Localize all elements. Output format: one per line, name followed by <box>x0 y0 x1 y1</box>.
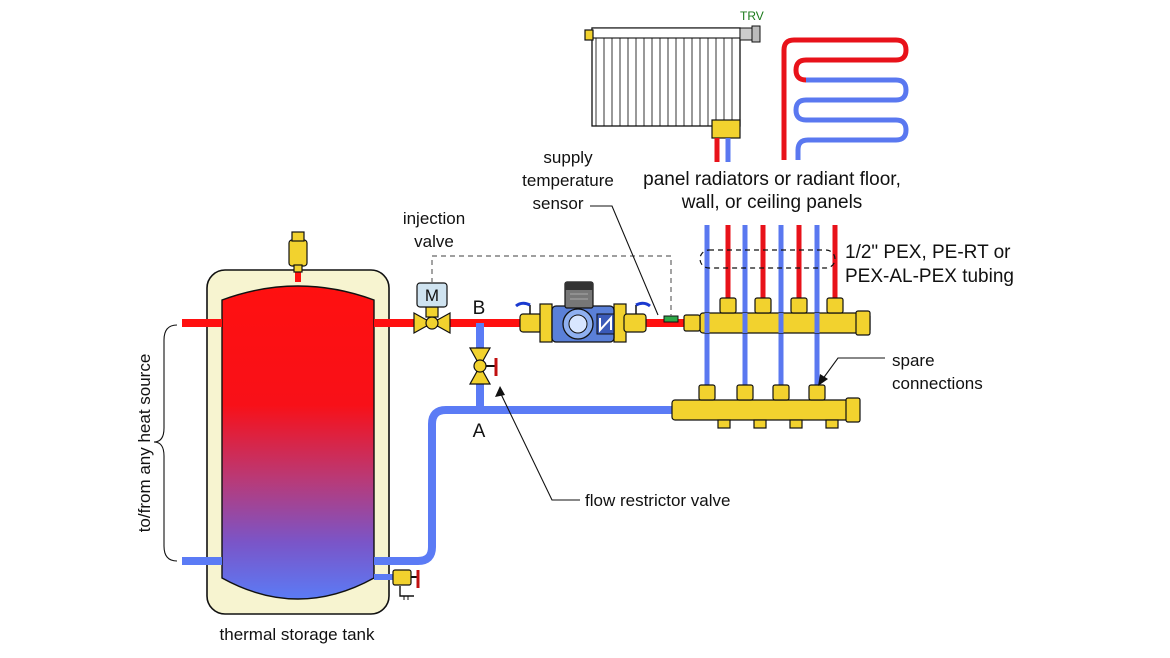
return-pipe <box>374 406 672 565</box>
sensor-label-line2: temperature <box>522 171 614 190</box>
spare-leader <box>821 357 885 381</box>
tank-label: thermal storage tank <box>220 625 375 644</box>
point-b-label: B <box>473 298 486 319</box>
tubing-callout-box <box>699 249 836 269</box>
panel-radiator <box>584 25 761 162</box>
supply-manifold <box>683 297 871 336</box>
motor-label: M <box>425 286 439 305</box>
sensor-leader <box>590 205 659 316</box>
point-a-label: A <box>473 421 486 442</box>
spare-label-line1: spare <box>892 351 935 370</box>
return-manifold <box>671 384 861 429</box>
circulator-pump <box>515 281 651 343</box>
sensor-label-line3: sensor <box>532 194 583 213</box>
tubing-label-line2: PEX-AL-PEX tubing <box>845 266 1014 287</box>
tank-vessel <box>221 285 375 600</box>
tubing-label-line1: 1/2" PEX, PE-RT or <box>845 242 1011 263</box>
thermal-storage-tank <box>206 269 390 615</box>
trv-label: TRV <box>740 9 764 23</box>
emitters-label-line1: panel radiators or radiant floor, <box>643 169 901 190</box>
restrictor-label: flow restrictor valve <box>585 491 730 510</box>
radiant-floor-loop <box>781 37 909 160</box>
control-wiring <box>431 255 672 316</box>
heat-source-brace <box>153 324 178 562</box>
sensor-label-line1: supply <box>543 148 593 167</box>
injection-valve-label-line2: valve <box>414 232 454 251</box>
supply-temperature-sensor <box>663 315 679 323</box>
restrictor-leader <box>499 391 580 501</box>
emitters-label-line2: wall, or ceiling panels <box>681 192 863 213</box>
heat-source-label: to/from any heat source <box>135 354 154 533</box>
air-vent <box>288 231 308 273</box>
drain-valve <box>374 569 420 600</box>
injection-valve-label-line1: injection <box>403 209 465 228</box>
flow-restrictor-valve <box>468 347 498 385</box>
spare-label-line2: connections <box>892 374 983 393</box>
injection-valve <box>413 282 451 335</box>
